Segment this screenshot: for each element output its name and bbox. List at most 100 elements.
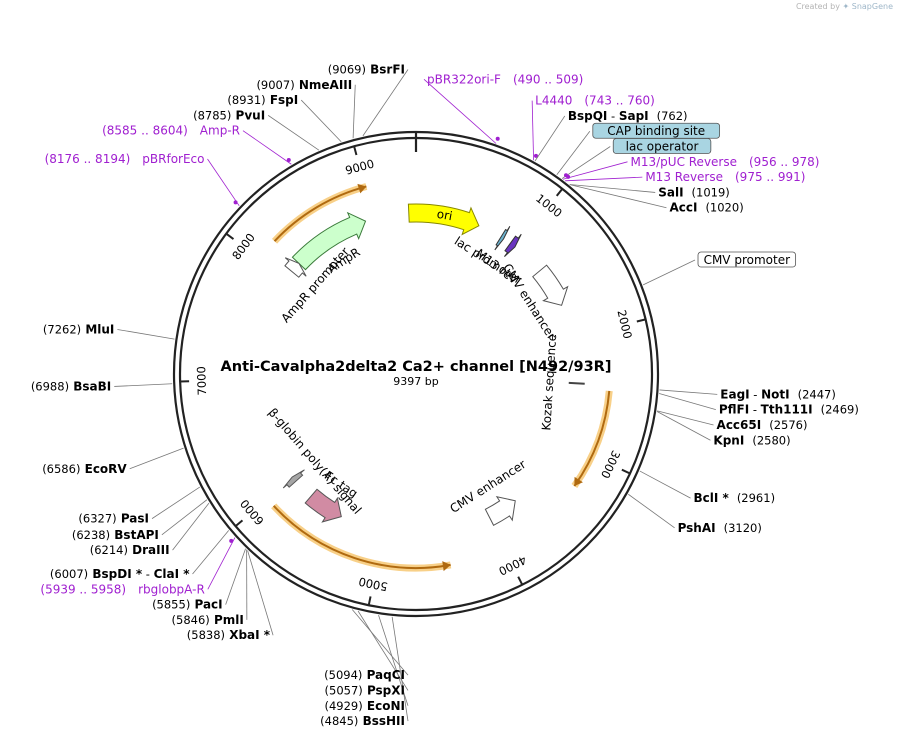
site-label[interactable]: (6214) DraIII (90, 543, 170, 557)
primer-label[interactable]: (5939 .. 5958)rbglobpA-R (40, 582, 204, 596)
tick-mark (636, 318, 646, 323)
ori-label: ori (436, 207, 454, 224)
site-label[interactable]: (4845) BssHII (320, 714, 405, 728)
site-label[interactable]: KpnI(2580) (713, 433, 790, 447)
label-leader-line (556, 130, 591, 175)
ampr-arrow[interactable] (291, 211, 367, 271)
orf-arrowhead (357, 183, 367, 194)
site-name: PmlI (210, 613, 244, 627)
site-label[interactable]: (5057) PspXI (325, 683, 405, 697)
watermark-brand: SnapGene (851, 2, 893, 11)
cmv-enhancer-2-label: CMV enhancer (447, 457, 528, 516)
orf-arrowhead (442, 561, 451, 572)
site-label[interactable]: (8785) PvuI (193, 108, 265, 122)
site-label[interactable]: EagI - NotI(2447) (720, 387, 836, 401)
site-label[interactable]: PflFI - Tth111I(2469) (719, 403, 859, 417)
site-label[interactable]: PshAI(3120) (678, 521, 762, 535)
label-leader-line (225, 548, 246, 605)
label-leader-line (247, 550, 274, 636)
label-leader-line (659, 389, 718, 395)
site-label[interactable]: (6586) EcoRV (42, 462, 127, 476)
beta-globin-polya-arrow[interactable] (282, 469, 305, 489)
site-label[interactable]: Acc65I(2576) (717, 418, 808, 432)
site-label[interactable]: BclI *(2961) (694, 491, 776, 505)
ampr-promoter-arrow[interactable] (284, 257, 307, 278)
site-label[interactable]: (5094) PaqCI (324, 668, 405, 682)
orf-arc (573, 390, 611, 487)
box-label[interactable]: CAP binding site (592, 122, 721, 139)
orf-arrowhead (574, 476, 583, 487)
site-text: (8785) PvuI (193, 108, 265, 122)
site-position: (9007) (256, 78, 294, 92)
label-leader-line (534, 115, 566, 162)
site-label[interactable]: (4929) EcoNI (325, 699, 406, 713)
primer-label[interactable]: L4440(743 .. 760) (535, 94, 655, 108)
label-leader-line (207, 158, 240, 207)
site-name: BsaBI (69, 379, 111, 393)
primer-text: (5939 .. 5958)rbglobpA-R (40, 582, 204, 596)
site-label[interactable]: (5846) PmlI (172, 613, 244, 627)
primer-text: M13/pUC Reverse(956 .. 978) (631, 155, 820, 169)
site-label[interactable]: (5838) XbaI * (187, 628, 271, 642)
site-position: (5846) (172, 613, 210, 627)
primer-range: (975 .. 991) (735, 170, 805, 184)
site-label[interactable]: AccI(1020) (669, 201, 743, 215)
label-leader-line (357, 610, 409, 691)
label-leader-line (352, 84, 356, 139)
lac-promoter-arrow[interactable] (494, 226, 511, 251)
site-label[interactable]: (6007) BspDI * - ClaI * (50, 567, 190, 581)
site-name-2: NotI (761, 387, 790, 401)
site-text: (5855) PacI (152, 598, 223, 612)
kozak-marker[interactable] (568, 381, 585, 385)
primer-label[interactable]: M13/pUC Reverse(956 .. 978) (631, 155, 820, 169)
ori-arrow[interactable] (407, 203, 480, 236)
site-name: PvuI (231, 108, 265, 122)
site-text: (6214) DraIII (90, 543, 170, 557)
site-name: XbaI * (225, 628, 271, 642)
site-name: SalI (658, 185, 683, 199)
site-label[interactable]: (6238) BstAPI (72, 528, 159, 542)
site-label[interactable]: SalI(1019) (658, 185, 730, 199)
m13-rev-arrow[interactable] (504, 233, 522, 257)
kozak-label: Kozak sequence (539, 333, 559, 431)
site-text: EagI - NotI(2447) (720, 387, 836, 401)
label-leader-line (207, 537, 236, 590)
site-label[interactable]: (8931) FspI (227, 93, 298, 107)
lac-operator-box (612, 138, 712, 154)
site-position: (2580) (752, 433, 790, 447)
primer-label[interactable]: (8176 .. 8194)pBRforEco (45, 152, 205, 166)
site-text: PshAI(3120) (678, 521, 762, 535)
site-label[interactable]: (7262) MluI (43, 322, 115, 336)
site-position: (2447) (798, 387, 836, 401)
site-position: (5057) (325, 683, 363, 697)
primer-label[interactable]: pBR322ori-F(490 .. 509) (427, 72, 583, 86)
plasmid-name: Anti-Cavalpha2delta2 Ca2+ channel [N492/… (221, 359, 612, 375)
tick-label: 7000 (194, 366, 209, 396)
watermark-prefix: Created by (795, 2, 840, 11)
site-label[interactable]: (6988) BsaBI (31, 379, 111, 393)
site-separator: - (607, 109, 618, 123)
cmv-enhancer-2-arrow[interactable] (484, 495, 516, 526)
label-leader-line (351, 609, 409, 676)
fc-tag-arrow[interactable] (304, 488, 342, 523)
site-text: KpnI(2580) (713, 433, 790, 447)
primer-label[interactable]: M13 Reverse(975 .. 991) (645, 170, 805, 184)
site-label[interactable]: (5855) PacI (152, 598, 223, 612)
tick-label: 8000 (229, 231, 258, 263)
primer-label[interactable]: (8585 .. 8604)Amp-R (102, 124, 240, 138)
cmv-enhancer-1-arrow[interactable] (532, 264, 569, 306)
site-text: (6988) BsaBI (31, 379, 111, 393)
site-label[interactable]: (9069) BsrFI (328, 62, 405, 76)
label-leader-line (391, 616, 409, 722)
site-name: PacI (190, 598, 222, 612)
site-label[interactable]: (6327) PasI (78, 512, 149, 526)
box-label[interactable]: CMV promoter (697, 251, 797, 268)
box-label[interactable]: lac operator (612, 138, 712, 154)
snapgene-logo-icon: ✦ (842, 2, 850, 11)
site-label[interactable]: BspQI - SapI(762) (568, 109, 688, 123)
site-position: (762) (657, 109, 688, 123)
primer-label: Amp-R (200, 124, 240, 138)
label-leader-line (659, 393, 716, 411)
site-label[interactable]: (9007) NmeAIII (256, 78, 352, 92)
